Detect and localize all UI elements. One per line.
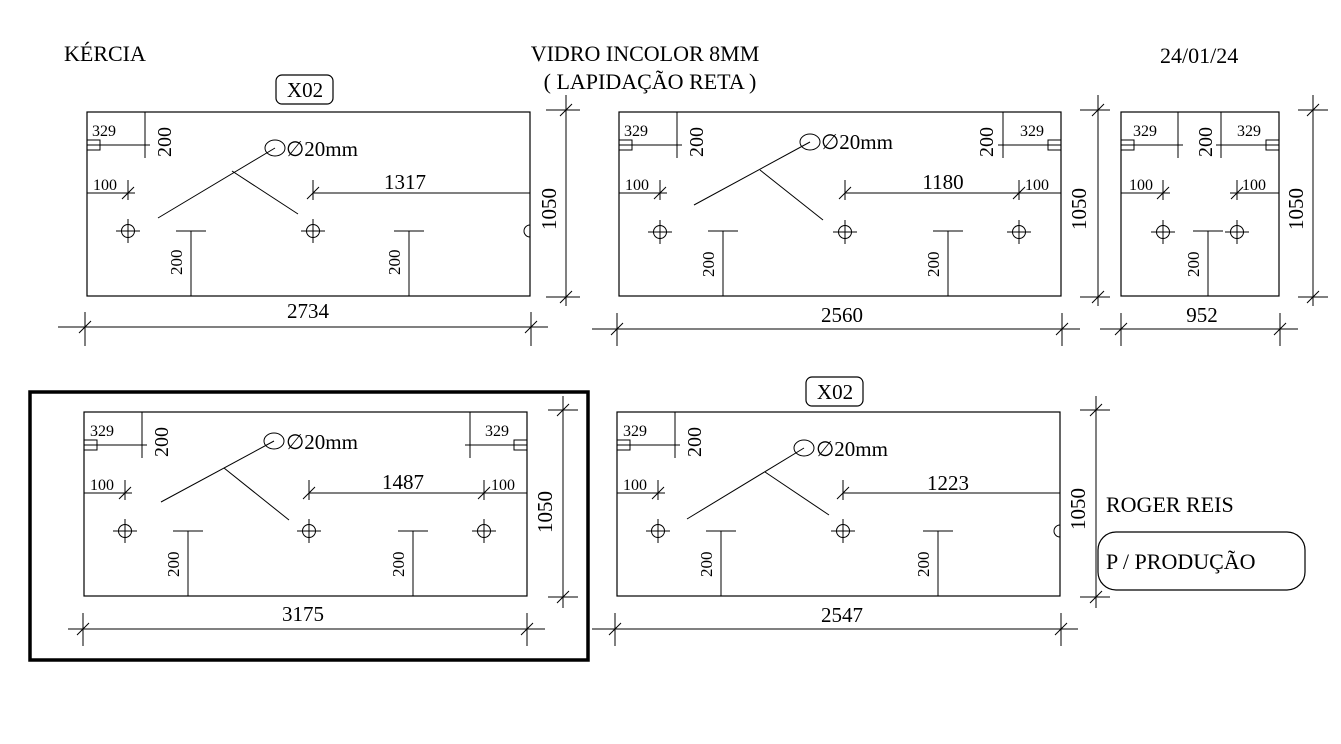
width-label: 952	[1186, 303, 1218, 327]
dim-label: 329	[92, 123, 116, 140]
dim-label: 329	[90, 423, 114, 440]
edge-notch	[1053, 524, 1061, 538]
diameter-symbol	[263, 432, 285, 450]
hole-spacing-label: 1487	[382, 470, 424, 494]
production-stamp-box	[1097, 531, 1306, 591]
dim-label: 100	[625, 177, 649, 194]
hole-marker	[830, 518, 856, 544]
dim-label: 329	[1237, 123, 1261, 140]
hole-marker	[296, 518, 322, 544]
glass-outline	[618, 111, 1062, 297]
dim-label: 200	[914, 552, 933, 578]
height-label: 1050	[533, 491, 557, 533]
tag-label: X02	[287, 78, 323, 102]
hole-marker	[832, 219, 858, 245]
diameter-label: ∅20mm	[821, 130, 893, 154]
diameter-label: ∅20mm	[286, 137, 358, 161]
width-label: 3175	[282, 602, 324, 626]
hole-spacing-label: 1180	[922, 170, 963, 194]
corner-notch	[618, 139, 633, 151]
tag-box	[805, 376, 864, 407]
corner-notch	[86, 139, 101, 151]
panel-2: 329 200 329 200 100 1180 100 ∅20mm 200 2…	[592, 95, 1110, 346]
height-label: 1050	[537, 188, 561, 230]
diameter-symbol	[793, 439, 815, 457]
corner-notch	[1047, 139, 1062, 151]
dim-label: 329	[624, 123, 648, 140]
hole-marker	[300, 218, 326, 244]
dim-label: 329	[1133, 123, 1157, 140]
dim-label: 200	[1184, 252, 1203, 278]
drawing-date: 24/01/24	[1160, 43, 1238, 68]
dim-label: 100	[93, 177, 117, 194]
corner-notch	[513, 439, 528, 451]
dim-label: 100	[491, 477, 515, 494]
hole-spacing-label: 1317	[384, 170, 426, 194]
glass-outline	[86, 111, 531, 297]
panel-4: 329 200 329 100 1487 100 ∅20mm 200 200	[28, 390, 590, 662]
material-title: VIDRO INCOLOR 8MM	[531, 41, 760, 66]
diameter-label: ∅20mm	[816, 437, 888, 461]
dim-label: 200	[686, 127, 708, 157]
dim-label: 329	[623, 423, 647, 440]
panel-1: X02 329 200 100 1317 ∅20mm 200 200	[58, 74, 580, 346]
hole-marker	[645, 518, 671, 544]
tag-box	[275, 74, 334, 105]
highlight-frame	[28, 390, 590, 662]
dim-label: 200	[697, 552, 716, 578]
dim-label: 200	[151, 427, 173, 457]
height-label: 1050	[1284, 188, 1308, 230]
panel-3: 329 200 329 100 100 200 952 1050	[1100, 95, 1328, 346]
hole-marker	[647, 219, 673, 245]
author-name: ROGER REIS	[1106, 492, 1234, 517]
dim-label: 200	[684, 427, 706, 457]
hole-marker	[1224, 219, 1250, 245]
glass-outline	[1120, 111, 1280, 297]
production-stamp-label: P / PRODUÇÃO	[1106, 549, 1256, 574]
diameter-label: ∅20mm	[286, 430, 358, 454]
dim-label: 100	[1025, 177, 1049, 194]
diameter-symbol	[264, 139, 286, 157]
glass-outline	[83, 411, 528, 597]
edge-notch	[523, 224, 531, 238]
hole-marker	[112, 518, 138, 544]
dim-label: 200	[1195, 127, 1217, 157]
dim-label: 200	[699, 252, 718, 278]
dim-label: 200	[167, 250, 186, 276]
corner-notch	[1265, 139, 1280, 151]
height-label: 1050	[1067, 188, 1091, 230]
dim-label: 100	[1129, 177, 1153, 194]
client-name: KÉRCIA	[64, 41, 146, 66]
dim-label: 200	[389, 552, 408, 578]
hole-marker	[115, 218, 141, 244]
tag-label: X02	[817, 380, 853, 404]
dim-label: 329	[1020, 123, 1044, 140]
dim-label: 200	[164, 552, 183, 578]
dim-label: 200	[385, 250, 404, 276]
dim-label: 200	[924, 252, 943, 278]
hole-marker	[1006, 219, 1032, 245]
hole-spacing-label: 1223	[927, 471, 969, 495]
corner-notch	[616, 439, 631, 451]
diameter-symbol	[799, 133, 821, 151]
dim-label: 100	[623, 477, 647, 494]
dim-label: 200	[976, 127, 998, 157]
width-label: 2560	[821, 303, 863, 327]
width-label: 2734	[287, 299, 330, 323]
dim-label: 329	[485, 423, 509, 440]
dim-label: 200	[154, 127, 176, 157]
hole-marker	[471, 518, 497, 544]
glass-outline	[616, 411, 1061, 597]
panel-5: X02 329 200 100 1223 ∅20mm 200 200 2547	[592, 376, 1110, 646]
width-label: 2547	[821, 603, 863, 627]
corner-notch	[83, 439, 98, 451]
finish-subtitle: ( LAPIDAÇÃO RETA )	[544, 69, 757, 94]
height-label: 1050	[1066, 488, 1090, 530]
hole-marker	[1150, 219, 1176, 245]
dim-label: 100	[90, 477, 114, 494]
corner-notch	[1120, 139, 1135, 151]
dim-label: 100	[1242, 177, 1266, 194]
